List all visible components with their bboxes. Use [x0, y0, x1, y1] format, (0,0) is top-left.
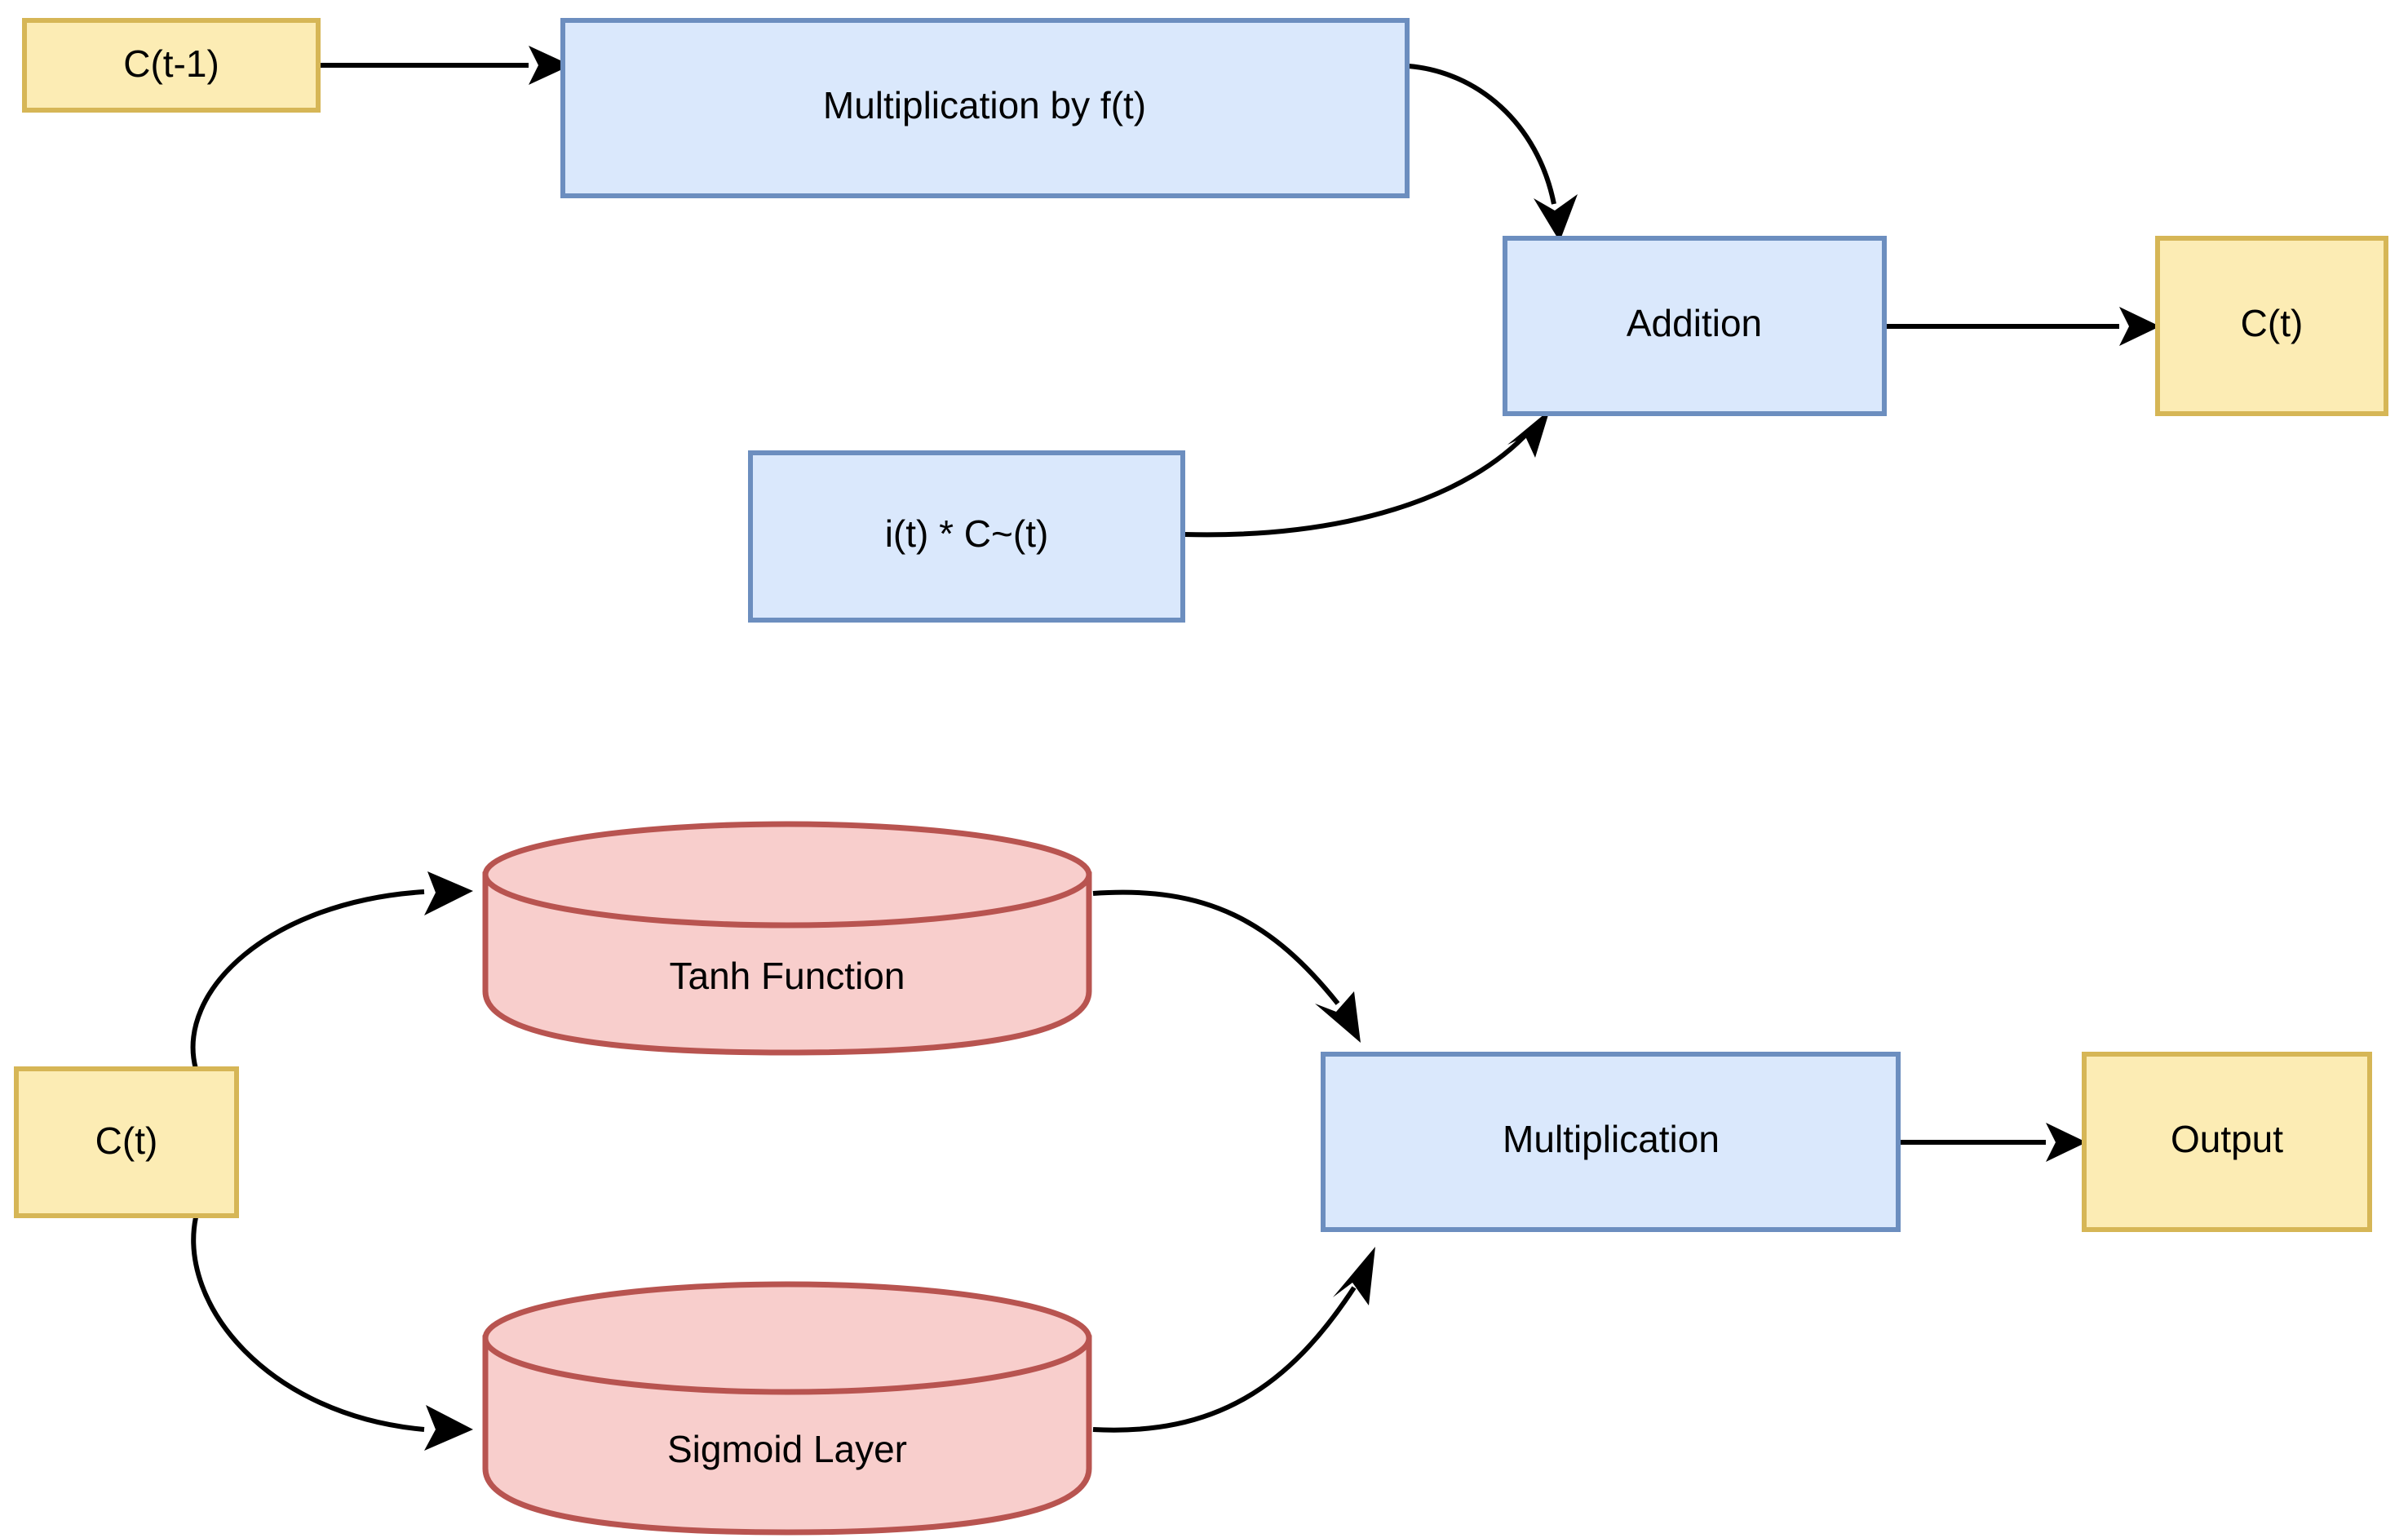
node-c-t-bottom[interactable]: C(t): [14, 1066, 239, 1218]
edge-addition-to-c-t-top: [1886, 307, 2160, 346]
edge-c-t-to-tanh: [190, 871, 473, 1070]
edge-line: [1092, 1286, 1357, 1433]
node-i-ct[interactable]: i(t) * C~(t): [748, 450, 1185, 623]
cylinder-top: [482, 821, 1092, 929]
edge-line: [190, 889, 425, 1070]
arrowhead-icon: [1507, 410, 1550, 458]
arrowhead-icon: [1534, 194, 1578, 242]
node-multiplication[interactable]: Multiplication: [1321, 1052, 1901, 1232]
arrowhead-icon: [1333, 1247, 1375, 1305]
arrowhead-icon: [424, 1405, 473, 1451]
node-shape-rect: [14, 1066, 239, 1218]
arrowhead-icon: [529, 46, 571, 85]
edge-line: [1184, 428, 1532, 538]
edge-mult-ft-to-addition: [1408, 64, 1578, 242]
edge-multiplication-to-output: [1900, 1123, 2087, 1162]
edge-line: [1408, 64, 1556, 205]
node-shape-rect: [560, 18, 1410, 198]
arrowhead-icon: [1315, 991, 1361, 1043]
cylinder-top: [482, 1281, 1092, 1395]
edge-ict-to-addition: [1184, 410, 1550, 538]
node-shape-rect: [1503, 236, 1887, 416]
edge-c-prev-to-mult-ft: [320, 46, 571, 85]
edge-line: [191, 1217, 425, 1432]
arrowhead-icon: [2046, 1123, 2087, 1162]
edge-tanh-to-multiplication: [1092, 889, 1361, 1043]
edge-sigmoid-to-multiplication: [1092, 1247, 1375, 1433]
arrowhead-icon: [2119, 307, 2160, 346]
arrowhead-icon: [424, 871, 473, 915]
node-shape-rect: [22, 18, 321, 113]
node-shape-rect: [2082, 1052, 2372, 1232]
node-tanh[interactable]: Tanh Function: [482, 821, 1092, 1056]
node-shape-rect: [748, 450, 1185, 623]
node-sigmoid[interactable]: Sigmoid Layer: [482, 1281, 1092, 1536]
edge-c-t-to-sigmoid: [191, 1217, 473, 1451]
node-c-prev[interactable]: C(t-1): [22, 18, 321, 113]
node-c-t-top[interactable]: C(t): [2155, 236, 2388, 416]
node-mult-ft[interactable]: Multiplication by f(t): [560, 18, 1410, 198]
edge-line: [1092, 889, 1340, 1005]
node-addition[interactable]: Addition: [1503, 236, 1887, 416]
node-output[interactable]: Output: [2082, 1052, 2372, 1232]
node-shape-rect: [2155, 236, 2388, 416]
node-shape-rect: [1321, 1052, 1901, 1232]
